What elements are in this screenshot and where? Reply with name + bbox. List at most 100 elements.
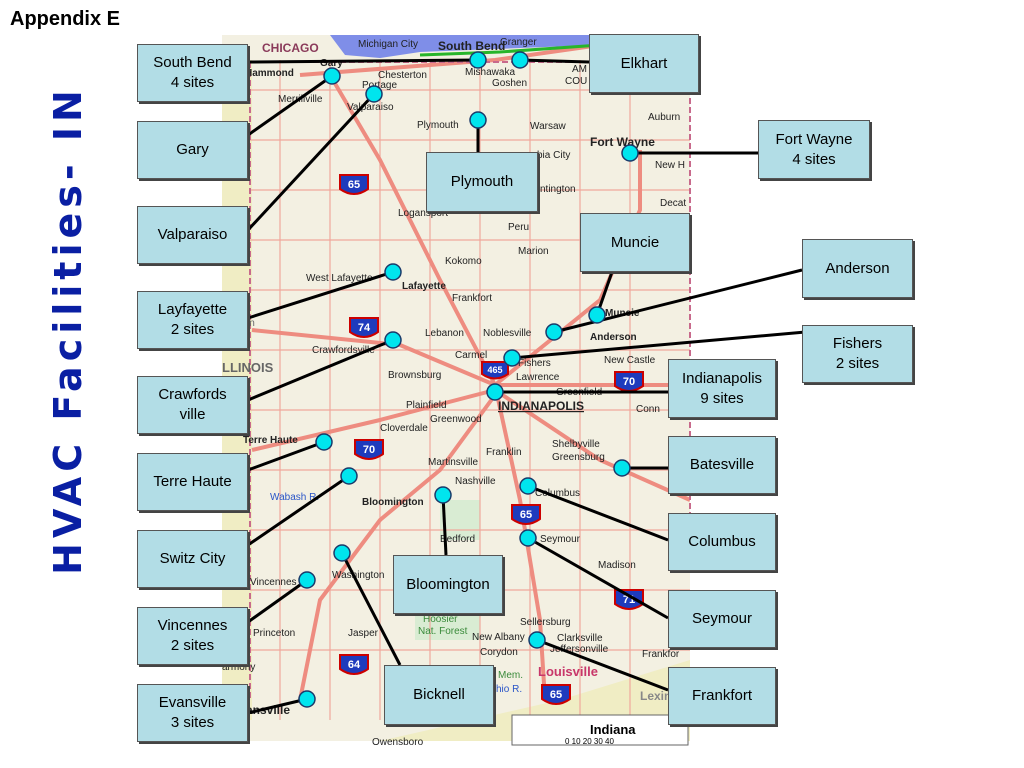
- town-new-albany: New Albany: [472, 632, 525, 643]
- town-vincennes: Vincennes: [250, 577, 297, 588]
- leader-vincennes: [247, 578, 308, 624]
- marker-south-bend: [469, 51, 487, 69]
- legend-title: Indiana: [590, 722, 636, 737]
- toll-road: [419, 43, 601, 57]
- label-line: Crawfords: [158, 386, 227, 403]
- town-bedford: Bedford: [440, 534, 475, 545]
- label-line: ville: [179, 406, 206, 423]
- marker-gary: [323, 67, 341, 85]
- town-greensburg: Greensburg: [552, 452, 605, 463]
- town-hammond: Hammond: [245, 68, 294, 79]
- label-seymour: Seymour: [668, 590, 776, 648]
- town-chesterton: Chesterton: [378, 70, 427, 81]
- interstate-shields: 65 74 70 70 65 71 64 65 465: [339, 174, 644, 705]
- label-evansville: Evansville 3 sites: [137, 684, 248, 742]
- shield-465: 465: [481, 361, 509, 380]
- town-new-haven: New H: [655, 160, 685, 171]
- town-shelbyville: Shelbyville: [552, 439, 600, 450]
- leader-seymour: [527, 536, 669, 620]
- label-line: Seymour: [691, 610, 753, 627]
- label-bloomington: Bloomington: [393, 555, 503, 614]
- town-owensboro: Owensboro: [372, 737, 424, 748]
- forest-patch: [440, 500, 480, 540]
- label-line: Terre Haute: [153, 473, 232, 490]
- town-plainfield: Plainfield: [406, 400, 447, 411]
- town-jasper: Jasper: [348, 628, 379, 639]
- label-terre-haute: Terre Haute: [137, 453, 248, 511]
- town-columbus: Columbus: [535, 488, 580, 499]
- label-muncie: Muncie: [580, 213, 690, 272]
- town-frankfort-in: Frankfort: [452, 293, 492, 304]
- town-goshen: Goshen: [492, 78, 527, 89]
- svg-text:65: 65: [348, 179, 360, 191]
- town-indianapolis: INDIANAPOLIS: [498, 399, 584, 413]
- leader-south-bend: [247, 58, 479, 64]
- marker-anderson: [545, 323, 563, 341]
- town-greenwood: Greenwood: [430, 414, 482, 425]
- town-clarksville: Clarksville: [557, 633, 603, 644]
- leader-evansville: [247, 697, 308, 715]
- town-hoosier: Hoosier: [423, 614, 458, 625]
- svg-text:64: 64: [348, 659, 361, 671]
- town-kokomo: Kokomo: [445, 256, 482, 267]
- town-frankfort-ky: Frankfor: [642, 649, 680, 660]
- town-carmi: armony: [222, 662, 255, 673]
- label-line: Valparaiso: [157, 226, 228, 243]
- legend-scale: 0 10 20 30 40: [565, 737, 614, 746]
- shield-65-south: 65: [511, 504, 541, 525]
- label-line: 3 sites: [170, 714, 215, 731]
- label-line: Switz City: [159, 550, 226, 567]
- label-valparaiso: Valparaiso: [137, 206, 248, 264]
- svg-text:74: 74: [358, 322, 371, 334]
- label-line: Fishers: [832, 335, 883, 352]
- marker-lafayette: [384, 263, 402, 281]
- leader-crawfordsville: [247, 338, 394, 402]
- leader-bicknell: [340, 552, 402, 666]
- label-line: 2 sites: [170, 321, 215, 338]
- town-warsaw: Warsaw: [530, 121, 567, 132]
- shield-70-east: 70: [614, 371, 644, 392]
- label-line: Layfayette: [157, 301, 228, 318]
- shield-71: 71: [614, 589, 644, 610]
- label-indianapolis: Indianapolis 9 sites: [668, 359, 776, 418]
- town-south-bend: South Bend: [438, 39, 505, 53]
- town-labels: CHICAGO Michigan City South Bend Granger…: [222, 37, 686, 748]
- appendix-heading: Appendix E: [10, 8, 121, 30]
- facility-markers: [298, 51, 639, 708]
- marker-indianapolis: [486, 383, 504, 401]
- label-elkhart: Elkhart: [589, 34, 699, 93]
- town-fishers: Fishers: [518, 358, 551, 369]
- label-line: 2 sites: [170, 637, 215, 654]
- label-anderson: Anderson: [802, 239, 913, 298]
- town-michigan-city: Michigan City: [358, 39, 418, 50]
- marker-bicknell: [333, 544, 351, 562]
- label-line: Bicknell: [413, 686, 465, 703]
- leader-terre-haute: [247, 440, 325, 472]
- label-line: Indianapolis: [681, 369, 763, 387]
- label-line: Elkhart: [620, 54, 668, 72]
- label-line: Evansville: [158, 694, 227, 711]
- town-columbia-city: bia City: [537, 150, 570, 161]
- town-seymour: Seymour: [540, 534, 581, 545]
- town-plymouth: Plymouth: [417, 120, 459, 131]
- label-gary: Gary: [137, 121, 248, 179]
- svg-text:70: 70: [363, 444, 375, 456]
- label-lafayette: Layfayette 2 sites: [137, 291, 248, 349]
- label-line: 9 sites: [700, 389, 744, 407]
- leader-switz-city: [247, 474, 350, 547]
- label-bicknell: Bicknell: [384, 665, 494, 725]
- marker-vincennes: [298, 571, 316, 589]
- shield-65-north: 65: [339, 174, 369, 195]
- town-martinsville: Martinsville: [428, 457, 478, 468]
- marker-switz-city: [340, 467, 358, 485]
- marker-crawfordsville: [384, 331, 402, 349]
- svg-text:465: 465: [487, 365, 502, 375]
- label-line: Batesville: [689, 456, 755, 473]
- town-nat-forest: Nat. Forest: [418, 626, 468, 637]
- marker-muncie: [588, 306, 606, 324]
- town-peru: Peru: [508, 222, 529, 233]
